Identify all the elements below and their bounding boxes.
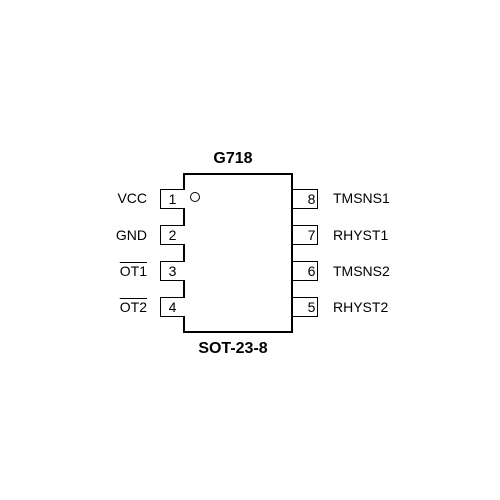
pin-5-box <box>293 297 318 317</box>
pin-7-label: RHYST1 <box>333 227 389 243</box>
pin-7-number: 7 <box>307 227 316 243</box>
pin-2-label: GND <box>115 227 147 243</box>
ic-body <box>183 173 293 333</box>
pin-2-box <box>160 225 185 245</box>
pin-5-number: 5 <box>307 299 316 315</box>
pin-1-box <box>160 189 185 209</box>
pin-4-number: 4 <box>168 299 177 315</box>
pin-4-box <box>160 297 185 317</box>
pin-8-label: TMSNS1 <box>333 190 390 206</box>
pin-4-label: OT2 <box>119 299 147 315</box>
pin-3-number: 3 <box>168 263 177 279</box>
pin-5-label: RHYST2 <box>333 299 389 315</box>
pin-7-box <box>293 225 318 245</box>
pin-8-number: 8 <box>307 191 316 207</box>
pin-2-number: 2 <box>168 227 177 243</box>
pin-8-box <box>293 189 318 209</box>
chip-name: G718 <box>213 150 253 167</box>
pin-3-label: OT1 <box>119 263 147 279</box>
pin1-indicator-dot <box>190 192 200 202</box>
pin-6-box <box>293 261 318 281</box>
pin-1-label: VCC <box>117 190 147 206</box>
pin-6-label: TMSNS2 <box>333 263 390 279</box>
package-name: SOT-23-8 <box>198 340 268 357</box>
pin-1-number: 1 <box>168 191 177 207</box>
pin-3-box <box>160 261 185 281</box>
pin-6-number: 6 <box>307 263 316 279</box>
